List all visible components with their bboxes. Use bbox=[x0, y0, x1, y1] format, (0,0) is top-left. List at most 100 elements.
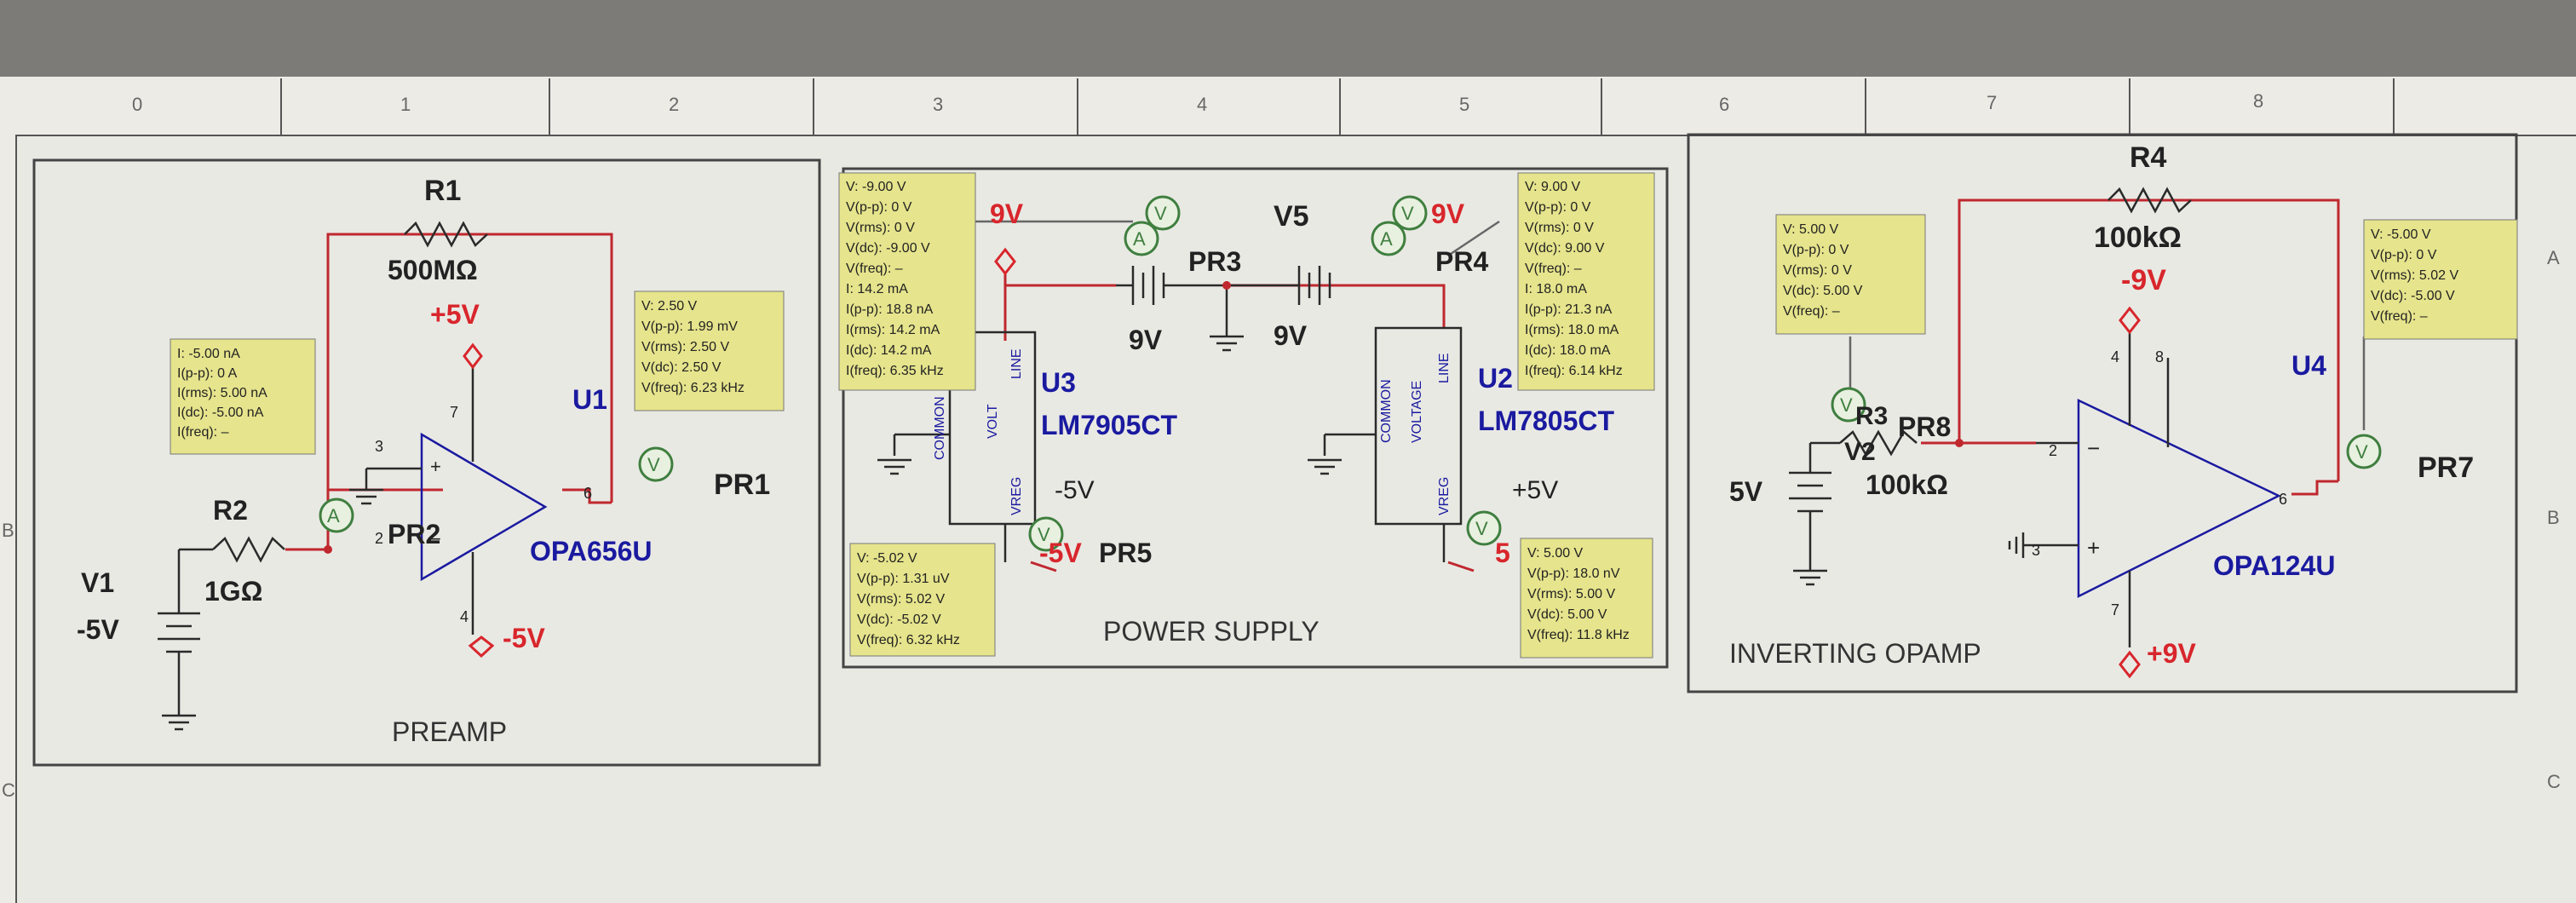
junction-dot bbox=[1222, 281, 1231, 290]
u1-pin-7: 7 bbox=[450, 404, 458, 421]
right-readout-line: V(rms): 0 V bbox=[1525, 221, 1594, 235]
batt-right-label: 9V bbox=[1274, 320, 1308, 351]
voltmeter-icon: V bbox=[1154, 203, 1167, 224]
pr7-voltmeter[interactable] bbox=[2346, 434, 2382, 469]
pr3-voltmeter[interactable] bbox=[1145, 195, 1181, 231]
rail-right-label: 9V bbox=[1431, 198, 1465, 229]
right-readout-line: I(dc): 18.0 mA bbox=[1525, 343, 1611, 358]
u1-opamp bbox=[420, 432, 548, 582]
ruler-col-8: 8 bbox=[2253, 90, 2264, 112]
v2-value: 5V bbox=[1729, 476, 1763, 507]
right-readout-box bbox=[1517, 172, 1655, 391]
pos-rail-connector[interactable] bbox=[463, 342, 483, 370]
left-readout-line: V(p-p): 0 V bbox=[846, 200, 912, 215]
voltmeter-icon: V bbox=[2355, 441, 2368, 463]
power-parts bbox=[877, 220, 1500, 562]
pr2-readout-line: I(rms): 5.00 nA bbox=[177, 386, 267, 400]
u2-rail-label: 5 bbox=[1495, 538, 1510, 568]
preamp-title: PREAMP bbox=[392, 716, 507, 747]
ruler-row-b: B bbox=[2, 520, 14, 541]
pr3-label: PR3 bbox=[1188, 246, 1241, 277]
u3-label: U3 bbox=[1041, 367, 1076, 398]
pr2-readout-line: I(p-p): 0 A bbox=[177, 366, 238, 381]
pr4-voltmeter[interactable] bbox=[1392, 195, 1428, 231]
pr5-voltmeter[interactable] bbox=[1028, 516, 1064, 552]
left-readout-line: V(freq): – bbox=[846, 262, 903, 276]
u2-common-pin: COMMON bbox=[1379, 379, 1394, 443]
u1-pin-2: 2 bbox=[375, 530, 383, 547]
rail-left-label: 9V bbox=[990, 198, 1024, 229]
pos9-rail-connector[interactable] bbox=[2119, 650, 2141, 679]
ruler-col-0: 0 bbox=[132, 94, 143, 115]
pr5-readout-box bbox=[849, 543, 996, 657]
u3-vreg-pin: VREG bbox=[1009, 477, 1024, 515]
pr8-readout-box bbox=[1775, 214, 1926, 335]
u4-plus-sign: + bbox=[2087, 535, 2100, 561]
batt-left-label: 9V bbox=[1129, 325, 1163, 355]
junction-dot bbox=[324, 545, 332, 554]
right-readout-line: V: 9.00 V bbox=[1525, 180, 1581, 194]
r4-value: 100kΩ bbox=[2094, 221, 2182, 254]
pr2-readout-line: I(freq): – bbox=[177, 425, 229, 440]
left-readout-line: V(dc): -9.00 V bbox=[846, 241, 930, 256]
schematic-sheet[interactable] bbox=[17, 136, 2576, 903]
junction-dot bbox=[1955, 439, 1964, 447]
pr5-readout-line: V(p-p): 1.31 uV bbox=[857, 572, 950, 586]
pr1-readout-line: V: 2.50 V bbox=[641, 299, 698, 313]
neg9-rail-connector[interactable] bbox=[994, 247, 1016, 276]
pr1-readout-box bbox=[634, 290, 785, 411]
pr8-voltmeter[interactable] bbox=[1831, 387, 1866, 423]
pr1-probe[interactable] bbox=[638, 446, 674, 482]
ruler-ticks bbox=[280, 78, 2395, 135]
u4-minus-sign: − bbox=[2087, 435, 2100, 461]
neg9-rail-label: -9V bbox=[2121, 264, 2166, 296]
pr1-readout-line: V(dc): 2.50 V bbox=[641, 360, 722, 375]
right-readout-line: I: 18.0 mA bbox=[1525, 282, 1587, 296]
u4-pin-3: 3 bbox=[2032, 542, 2040, 559]
neg9-rail-connector[interactable] bbox=[2119, 306, 2141, 335]
u4-part: OPA124U bbox=[2213, 550, 2335, 581]
pr2-readout-box bbox=[170, 338, 316, 455]
left-readout-line: V(rms): 0 V bbox=[846, 221, 915, 235]
pr8-readout-line: V(p-p): 0 V bbox=[1783, 243, 1849, 257]
right-readout-line: V(p-p): 0 V bbox=[1525, 200, 1591, 215]
ruler-col-5: 5 bbox=[1459, 94, 1470, 115]
pr2-probe[interactable] bbox=[319, 498, 354, 533]
u4-opamp bbox=[2077, 399, 2281, 599]
v1-value: -5V bbox=[77, 614, 119, 645]
pr7-label: PR7 bbox=[2418, 452, 2474, 484]
pr1-readout-line: V(rms): 2.50 V bbox=[641, 340, 729, 354]
u4-pin-2: 2 bbox=[2049, 442, 2057, 459]
ruler-row-a-right: A bbox=[2547, 247, 2560, 268]
voltmeter-icon: V bbox=[1038, 524, 1050, 545]
u2-readout-line: V(freq): 11.8 kHz bbox=[1527, 628, 1630, 642]
u2-out-voltmeter[interactable] bbox=[1466, 510, 1502, 546]
pr7-readout-line: V(rms): 5.02 V bbox=[2371, 268, 2458, 283]
r3-label: R3 bbox=[1855, 402, 1888, 430]
r4-resistor bbox=[2107, 187, 2192, 214]
neg-rail-connector[interactable] bbox=[468, 636, 495, 659]
left-readout-box bbox=[838, 172, 976, 391]
ammeter-icon: A bbox=[1133, 228, 1146, 250]
u2-output-label: +5V bbox=[1512, 476, 1558, 504]
pr1-label: PR1 bbox=[714, 469, 770, 501]
pos-rail-label: +5V bbox=[430, 299, 480, 330]
u4-pin-6: 6 bbox=[2279, 491, 2287, 508]
u2-regulator bbox=[1374, 326, 1463, 526]
ruler-col-2: 2 bbox=[669, 94, 680, 115]
u2-readout-box bbox=[1520, 538, 1653, 659]
ammeter-icon: A bbox=[327, 505, 340, 526]
r1-label: R1 bbox=[424, 175, 461, 207]
pr7-readout-line: V(dc): -5.00 V bbox=[2371, 289, 2455, 303]
u2-readout-line: V(rms): 5.00 V bbox=[1527, 587, 1615, 601]
ruler-row-c: C bbox=[2, 779, 15, 801]
preamp-parts bbox=[158, 221, 548, 731]
right-readout-line: I(p-p): 21.3 nA bbox=[1525, 302, 1613, 317]
pr3-ammeter[interactable] bbox=[1124, 221, 1159, 256]
right-readout-line: V(dc): 9.00 V bbox=[1525, 241, 1605, 256]
voltmeter-icon: V bbox=[1401, 203, 1414, 224]
pr2-readout-line: I(dc): -5.00 nA bbox=[177, 405, 264, 420]
pr4-ammeter[interactable] bbox=[1371, 221, 1406, 256]
r2-resistor bbox=[212, 536, 285, 563]
